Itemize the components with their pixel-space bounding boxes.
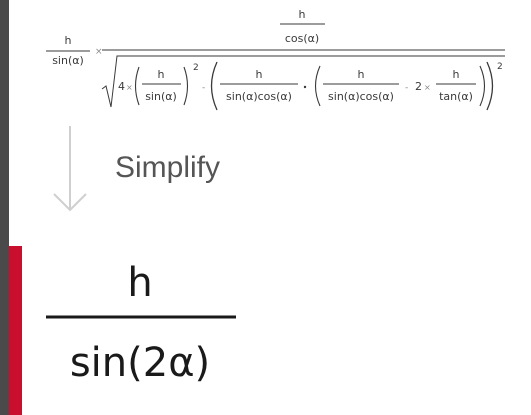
term2-denominator: sin(α)cos(α) [226,90,292,103]
minus-symbol-1: - [202,83,205,93]
radical-coefficient: 4 [118,80,125,93]
radical-sign [101,55,505,108]
term3-denominator: sin(α)cos(α) [328,90,394,103]
left-rail [0,0,9,415]
minus-symbol-2: - [405,83,408,93]
term2-numerator: h [256,68,263,81]
multiply-dot [303,85,307,89]
step-label: Simplify [115,151,221,184]
term1-numerator: h [158,68,165,81]
result-denominator: sin(2α) [70,340,210,386]
paren-open-1 [134,66,140,106]
lead-numerator: h [65,34,72,47]
term4-numerator: h [453,68,460,81]
result-numerator: h [127,260,152,306]
term3-numerator: h [358,68,365,81]
term1-denominator: sin(α) [145,90,177,103]
times-symbol-3: × [424,83,431,92]
result-expression: h sin(2α) [40,250,250,400]
input-expression: h sin(α) × h cos(α) 4 × h sin(α) 2 - h s… [40,4,510,116]
result-accent-bar [9,246,22,415]
paren-close-1 [183,66,189,106]
term3-coefficient: 2 [415,80,422,93]
term4-denominator: tan(α) [439,90,473,103]
lead-denominator: sin(α) [52,54,84,67]
exponent-inner: 2 [193,63,199,73]
main-numerator-numerator: h [299,8,306,21]
exponent-outer: 2 [497,62,503,72]
paren-open-big [210,61,218,111]
times-symbol: × [95,47,103,57]
paren-open-2 [314,65,321,107]
main-numerator-denominator: cos(α) [285,32,319,45]
paren-close-2 [479,65,486,107]
down-arrow-icon [50,124,90,214]
times-symbol-2: × [126,83,133,92]
paren-close-big [486,61,494,111]
